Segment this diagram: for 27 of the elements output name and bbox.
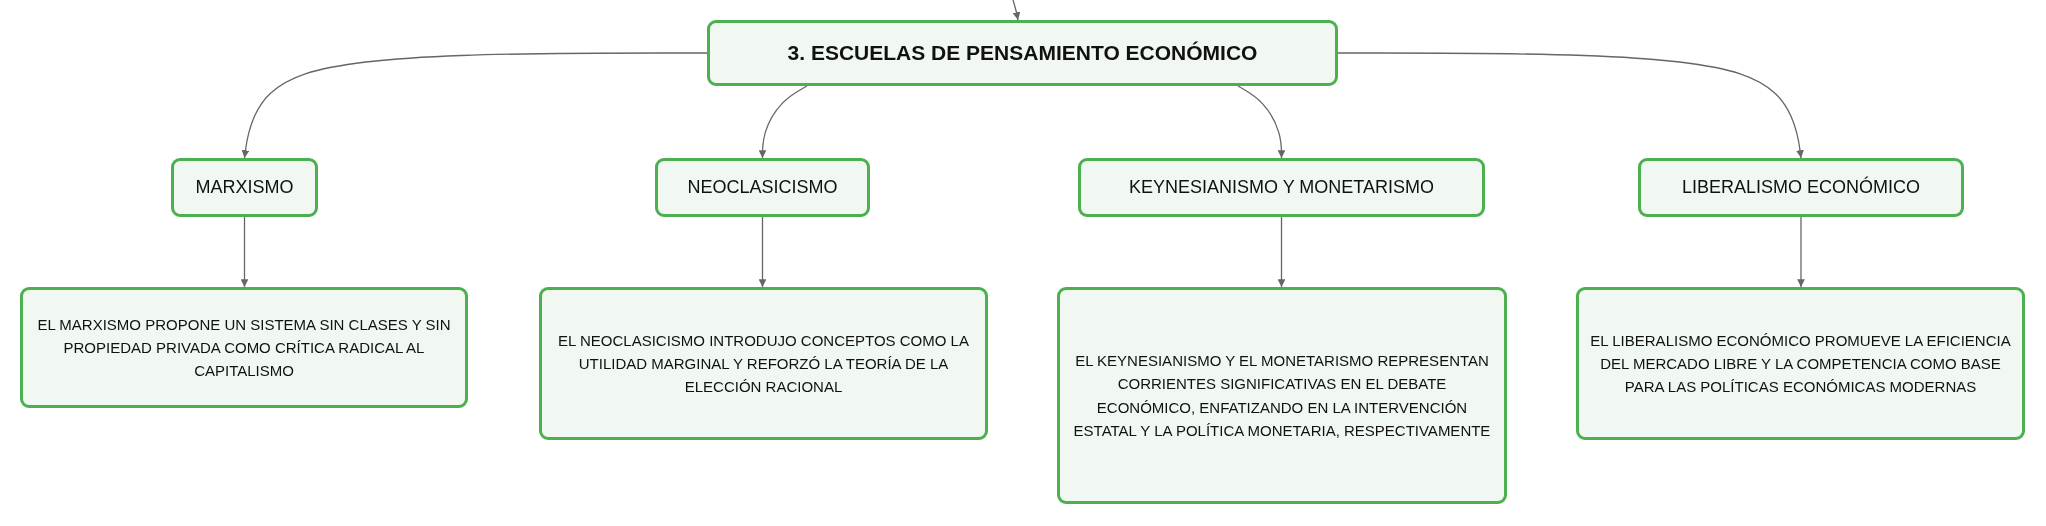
node-text: KEYNESIANISMO Y MONETARISMO [1128,177,1435,198]
connector-arrow [241,52,708,159]
subtopic-box [655,158,870,217]
description-box [1576,287,2025,440]
node-text: EL LIBERALISMO ECONÓMICO PROMUEVE LA EFICIENCIA DEL MERCADO LIBRE Y LA COMPETENCIA COMO BASE PARA LAS POLÍTICAS ECONÓMICAS MODERNAS [1589,330,2012,398]
connector-arrow [758,216,767,288]
node-text: NEOCLASICISMO [687,177,838,198]
connector-arrow [1797,216,1805,288]
description-box [20,287,468,408]
subtopic-box [1638,158,1964,217]
connector-arrow [1277,216,1286,288]
connector-arrow [1012,0,1021,21]
node-text: LIBERALISMO ECONÓMICO [1681,177,1920,198]
node-text: 3. ESCUELAS DE PENSAMIENTO ECONÓMICO [787,41,1258,65]
connector-arrow [758,85,808,159]
node-text: MARXISMO [195,177,294,198]
node-text: EL NEOCLASICISMO INTRODUJO CONCEPTOS COMO LA UTILIDAD MARGINAL Y REFORZÓ LA TEORÍA DE LA ELECCIÓN RACIONAL [557,330,970,398]
description-box [1057,287,1507,504]
connector-arrow [1337,52,1804,159]
subtopic-box [1078,158,1485,217]
node-text: EL MARXISMO PROPONE UN SISTEMA SIN CLASES Y SIN PROPIEDAD PRIVADA COMO CRÍTICA RADICAL AL CAPITALISMO [36,314,452,382]
connector-arrow [240,216,249,288]
connector-arrow [1237,85,1286,159]
topic-box [707,20,1338,86]
node-text: EL KEYNESIANISMO Y EL MONETARISMO REPRESENTAN CORRIENTES SIGNIFICATIVAS EN EL DEBATE ECONÓMICO, ENFATIZANDO EN LA INTERVENCIÓN ESTATAL Y LA POLÍTICA MONETARIA, RESPECTIVAMENTE [1072,351,1492,441]
subtopic-box [171,158,318,217]
description-box [539,287,988,440]
